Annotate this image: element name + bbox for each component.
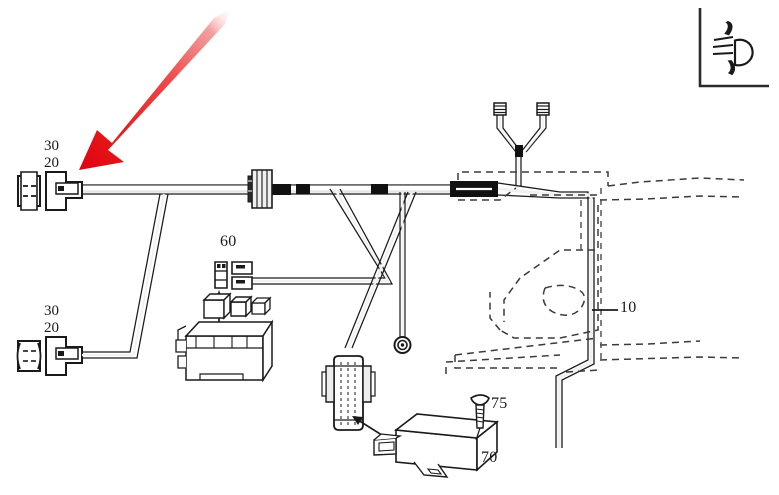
- callout-label-10: 10: [620, 299, 637, 316]
- callout-label-70: 70: [481, 449, 498, 466]
- callout-label-20-upper: 20: [44, 154, 59, 171]
- control-unit-ecu: [373, 413, 500, 478]
- body-panel-dashed-outline: [454, 171, 745, 373]
- headlight-icon: [724, 21, 754, 76]
- mounting-bolt-75: [470, 394, 490, 441]
- relay-fuse-box: [175, 292, 274, 383]
- callout-label-30-lower: 30: [44, 303, 59, 319]
- body-panel-dashed-lower: [445, 354, 561, 374]
- callout-label-75: 75: [491, 395, 508, 412]
- inline-plug-60: [214, 261, 253, 290]
- callout-label-20-lower: 20: [44, 319, 59, 336]
- red-pointer-arrow: [79, 8, 232, 170]
- body-panel-dashed-arc: [542, 284, 586, 316]
- headlight-symbol-frame: [698, 8, 769, 88]
- ring-terminal-ground: [393, 192, 412, 354]
- harness-branch-lower-left: [82, 193, 169, 359]
- callout-label-60: 60: [220, 233, 237, 250]
- connector-lower-left: [16, 336, 83, 376]
- callout-label-30-upper: 30: [44, 138, 59, 154]
- body-panel-dashed-verticals: [580, 188, 602, 360]
- callout-lower-left-connector: 30 20: [44, 303, 59, 337]
- callout-upper-left-connector: 30 20: [44, 138, 59, 172]
- headlight-beam-lines: [712, 35, 734, 56]
- multipin-connector: [321, 355, 376, 431]
- harness-tape-markers: [269, 184, 388, 195]
- harness-branch-to-plug60: [250, 188, 394, 285]
- y-branch-terminals: [493, 102, 550, 186]
- connector-upper-left: [17, 171, 83, 211]
- harness-right-run: [497, 182, 595, 448]
- inline-grommet: [247, 169, 273, 209]
